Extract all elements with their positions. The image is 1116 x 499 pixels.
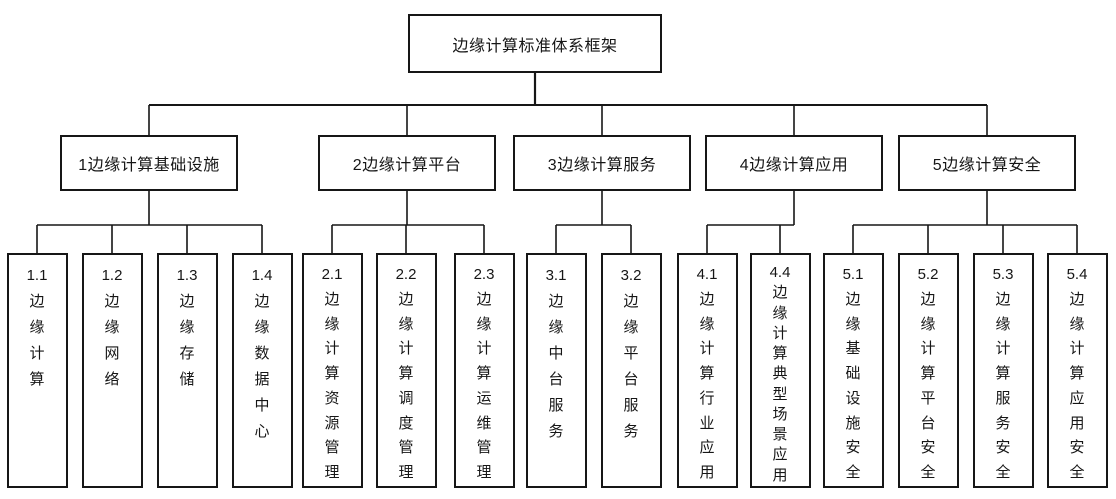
- item-box: 5.1 边 缘 基 础 设 施 安 全: [822, 253, 884, 488]
- item-label: 4.1 边 缘 计 算 行 业 应 用: [696, 266, 718, 482]
- item-label: 5.1 边 缘 基 础 设 施 安 全: [842, 266, 864, 482]
- category-label: 1边缘计算基础设施: [78, 157, 220, 174]
- item-box: 1.2 边 缘 网 络: [81, 253, 143, 488]
- item-box: 3.2 边 缘 平 台 服 务: [600, 253, 662, 488]
- category-box: 2边缘计算平台: [318, 135, 496, 191]
- item-box: 2.1 边 缘 计 算 资 源 管 理: [301, 253, 363, 488]
- category-box: 4边缘计算应用: [705, 135, 883, 191]
- item-label: 2.3 边 缘 计 算 运 维 管 理: [473, 266, 495, 482]
- item-box: 4.4 边 缘 计 算 典 型 场 景 应 用: [749, 253, 811, 488]
- item-label: 1.1 边 缘 计 算: [26, 267, 48, 388]
- category-label: 5边缘计算安全: [932, 157, 1042, 174]
- item-label: 3.2 边 缘 平 台 服 务: [620, 267, 642, 440]
- item-box: 4.1 边 缘 计 算 行 业 应 用: [676, 253, 738, 488]
- item-box: 1.1 边 缘 计 算: [6, 253, 68, 488]
- item-label: 5.4 边 缘 计 算 应 用 安 全: [1066, 266, 1088, 482]
- item-box: 2.3 边 缘 计 算 运 维 管 理: [453, 253, 515, 488]
- item-box: 5.2 边 缘 计 算 平 台 安 全: [897, 253, 959, 488]
- category-box: 5边缘计算安全: [898, 135, 1076, 191]
- item-box: 3.1 边 缘 中 台 服 务: [525, 253, 587, 488]
- root-box: 边缘计算标准体系框架: [408, 14, 662, 73]
- category-box: 3边缘计算服务: [513, 135, 691, 191]
- item-box: 1.4 边 缘 数 据 中 心: [231, 253, 293, 488]
- category-box: 1边缘计算基础设施: [60, 135, 238, 191]
- item-label: 1.3 边 缘 存 储: [176, 267, 198, 388]
- item-label: 1.4 边 缘 数 据 中 心: [251, 267, 273, 440]
- item-label: 1.2 边 缘 网 络: [101, 267, 123, 388]
- item-box: 2.2 边 缘 计 算 调 度 管 理: [375, 253, 437, 488]
- item-label: 4.4 边 缘 计 算 典 型 场 景 应 用: [769, 264, 791, 484]
- item-label: 2.2 边 缘 计 算 调 度 管 理: [395, 266, 417, 482]
- root-title: 边缘计算标准体系框架: [452, 37, 618, 55]
- item-box: 1.3 边 缘 存 储: [156, 253, 218, 488]
- category-label: 2边缘计算平台: [352, 157, 462, 174]
- item-label: 5.2 边 缘 计 算 平 台 安 全: [917, 266, 939, 482]
- category-label: 4边缘计算应用: [739, 157, 849, 174]
- item-box: 5.4 边 缘 计 算 应 用 安 全: [1046, 253, 1108, 488]
- item-label: 2.1 边 缘 计 算 资 源 管 理: [321, 266, 343, 482]
- item-box: 5.3 边 缘 计 算 服 务 安 全: [972, 253, 1034, 488]
- category-label: 3边缘计算服务: [547, 157, 657, 174]
- item-label: 3.1 边 缘 中 台 服 务: [545, 267, 567, 440]
- item-label: 5.3 边 缘 计 算 服 务 安 全: [992, 266, 1014, 482]
